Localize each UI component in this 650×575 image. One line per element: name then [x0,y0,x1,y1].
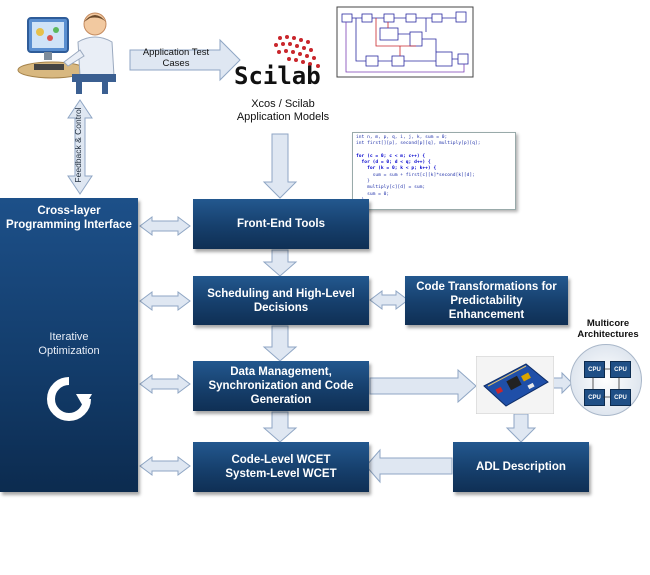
arrow-feedback-control [67,99,93,195]
wcet-box: Code-Level WCET System-Level WCET [193,442,369,492]
multicore-diagram: CPU CPU CPU CPU [570,344,642,416]
arrow-to-scilab [129,38,241,82]
arrow-sidebar-wcet [139,456,191,476]
code-line: } [356,204,512,209]
arrow-data-to-board [369,368,477,404]
scilab-logo: Scilab [232,28,336,92]
arrow-board-to-adl [505,413,537,443]
cpu-core-4: CPU [610,389,631,406]
code-line: for (k = 0; k < p; k++) { [356,166,437,172]
code-snippet: int n, m, p, q, i, j, k, sum = 0;int fir… [352,132,516,210]
arrow-data-to-wcet [262,411,298,443]
adl-description-box: ADL Description [453,442,589,492]
arrow-sidebar-scheduling [139,291,191,311]
cpu-interconnect [592,368,620,398]
arrow-sidebar-data [139,374,191,394]
xcos-caption-line1: Xcos / Scilab [251,98,315,110]
user-at-computer-icon [17,12,116,94]
code-transformations-label: Code Transformations for Predictability … [416,280,557,321]
data-management-box: Data Management, Synchronization and Cod… [193,361,369,411]
code-line: int first[][p], second[p][q], multiply[p… [356,141,481,147]
code-line: sum = sum + first[c][k]*second[k][d]; [356,172,475,178]
scilab-dots-icon [274,35,320,68]
code-line: int n, m, p, q, i, j, k, sum = 0; [356,135,448,140]
arrow-frontend-to-scheduling [262,249,298,277]
refresh-cycle-icon [47,377,92,421]
hardware-board-icon [476,356,554,414]
data-management-label: Data Management, Synchronization and Cod… [208,366,354,406]
xcos-caption-line2: Application Models [236,111,330,123]
xcos-caption: Xcos / Scilab Application Models [228,98,338,124]
front-end-tools-box: Front-End Tools [193,199,369,249]
code-line: } [356,179,370,185]
cross-layer-interface-panel: Cross-layer Programming Interface Iterat… [0,198,138,492]
arrow-adl-to-wcet [365,448,453,484]
arrow-board-to-multicore [551,371,573,395]
cpu-core-3: CPU [584,389,605,406]
code-transformations-box: Code Transformations for Predictability … [405,276,568,325]
app-test-cases-label: Application Test Cases [142,47,210,69]
scilab-wordmark: Scilab [234,62,321,90]
arrow-scheduling-codetransform [369,290,409,310]
wcet-label: Code-Level WCET System-Level WCET [225,454,337,480]
sidebar-iterative-label: Iterative Optimization [38,331,100,357]
scheduling-label: Scheduling and High-Level Decisions [207,287,355,314]
code-line: for (d = 0; d < q; d++) { [356,160,431,166]
feedback-control-label: Feedback & Control [73,107,83,183]
code-line: sum = 0; [356,191,390,197]
code-line: multiply[c][d] = sum; [356,185,426,191]
adl-description-label: ADL Description [476,461,566,473]
cpu-core-2: CPU [610,361,631,378]
arrow-sidebar-frontend [139,216,191,236]
cpu-core-1: CPU [584,361,605,378]
arrow-scheduling-to-data [262,325,298,362]
scheduling-box: Scheduling and High-Level Decisions [193,276,369,325]
xcos-schematic [336,6,474,78]
arrow-scilab-to-frontend [262,133,298,199]
multicore-title: Multicore Architectures [577,318,639,340]
front-end-tools-label: Front-End Tools [237,218,325,230]
code-line: for (c = 0; c < m; c++) { [356,153,426,159]
sidebar-title: Cross-layer Programming Interface [6,205,132,231]
